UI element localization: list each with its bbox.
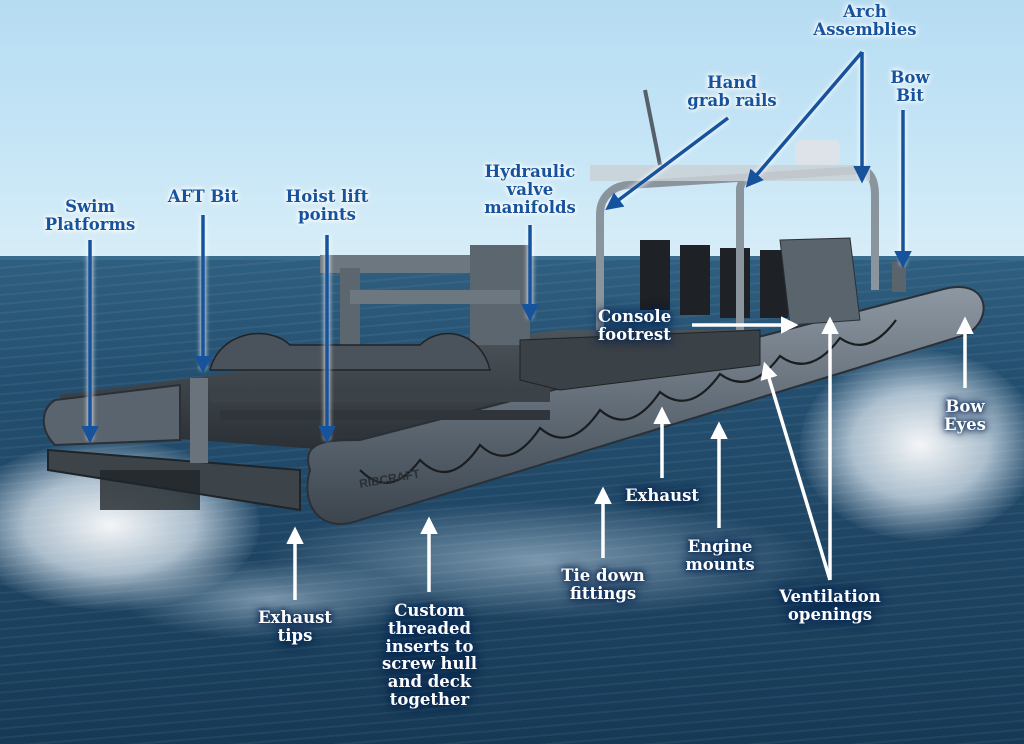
callout-exhaust: Exhaust — [624, 486, 699, 505]
callout-tie-down-fittings: Tie down fittings — [561, 566, 645, 603]
grab-line — [359, 319, 897, 484]
callout-exhaust-tips: Exhaust tips — [257, 608, 332, 645]
callout-hoist-lift-points: Hoist lift points — [285, 187, 369, 224]
callout-aft-bit: AFT Bit — [167, 187, 239, 206]
callout-bow-eyes: Bow Eyes — [944, 397, 986, 434]
bow-spray — [800, 350, 1024, 540]
callout-hand-grab-rails: Hand grab rails — [687, 73, 777, 110]
callout-ventilation-openings: Ventilation openings — [779, 587, 881, 624]
wake-2 — [120, 560, 420, 640]
callout-swim-platforms: Swim Platforms — [44, 197, 136, 234]
callout-engine-mounts: Engine mounts — [685, 537, 755, 574]
callout-hydraulic-valve-manifolds: Hydraulic valve manifolds — [484, 162, 576, 217]
callout-custom-threaded-inserts: Custom threaded inserts to screw hull an… — [381, 601, 477, 710]
callout-bow-bit: Bow Bit — [890, 68, 930, 105]
callout-arch-assemblies: Arch Assemblies — [813, 2, 917, 39]
callout-console-footrest: Console footrest — [598, 307, 672, 344]
